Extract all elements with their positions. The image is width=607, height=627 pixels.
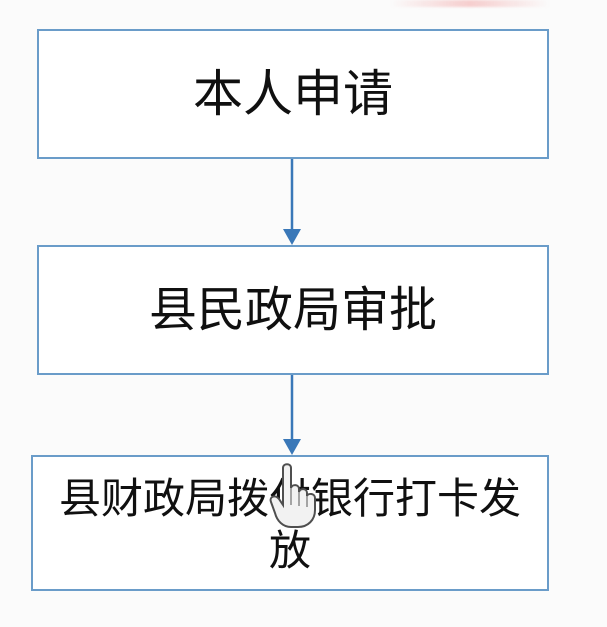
- step-apply-label: 本人申请: [193, 64, 393, 123]
- step-approval-box: 县民政局审批: [37, 245, 549, 375]
- arrow-step1-to-step2: [283, 159, 301, 245]
- arrow-step2-to-step3: [283, 375, 301, 455]
- step-apply-box: 本人申请: [37, 29, 549, 159]
- scan-mark: [390, 0, 550, 7]
- hand-pointer-icon: [269, 463, 316, 528]
- step-approval-label: 县民政局审批: [148, 281, 437, 338]
